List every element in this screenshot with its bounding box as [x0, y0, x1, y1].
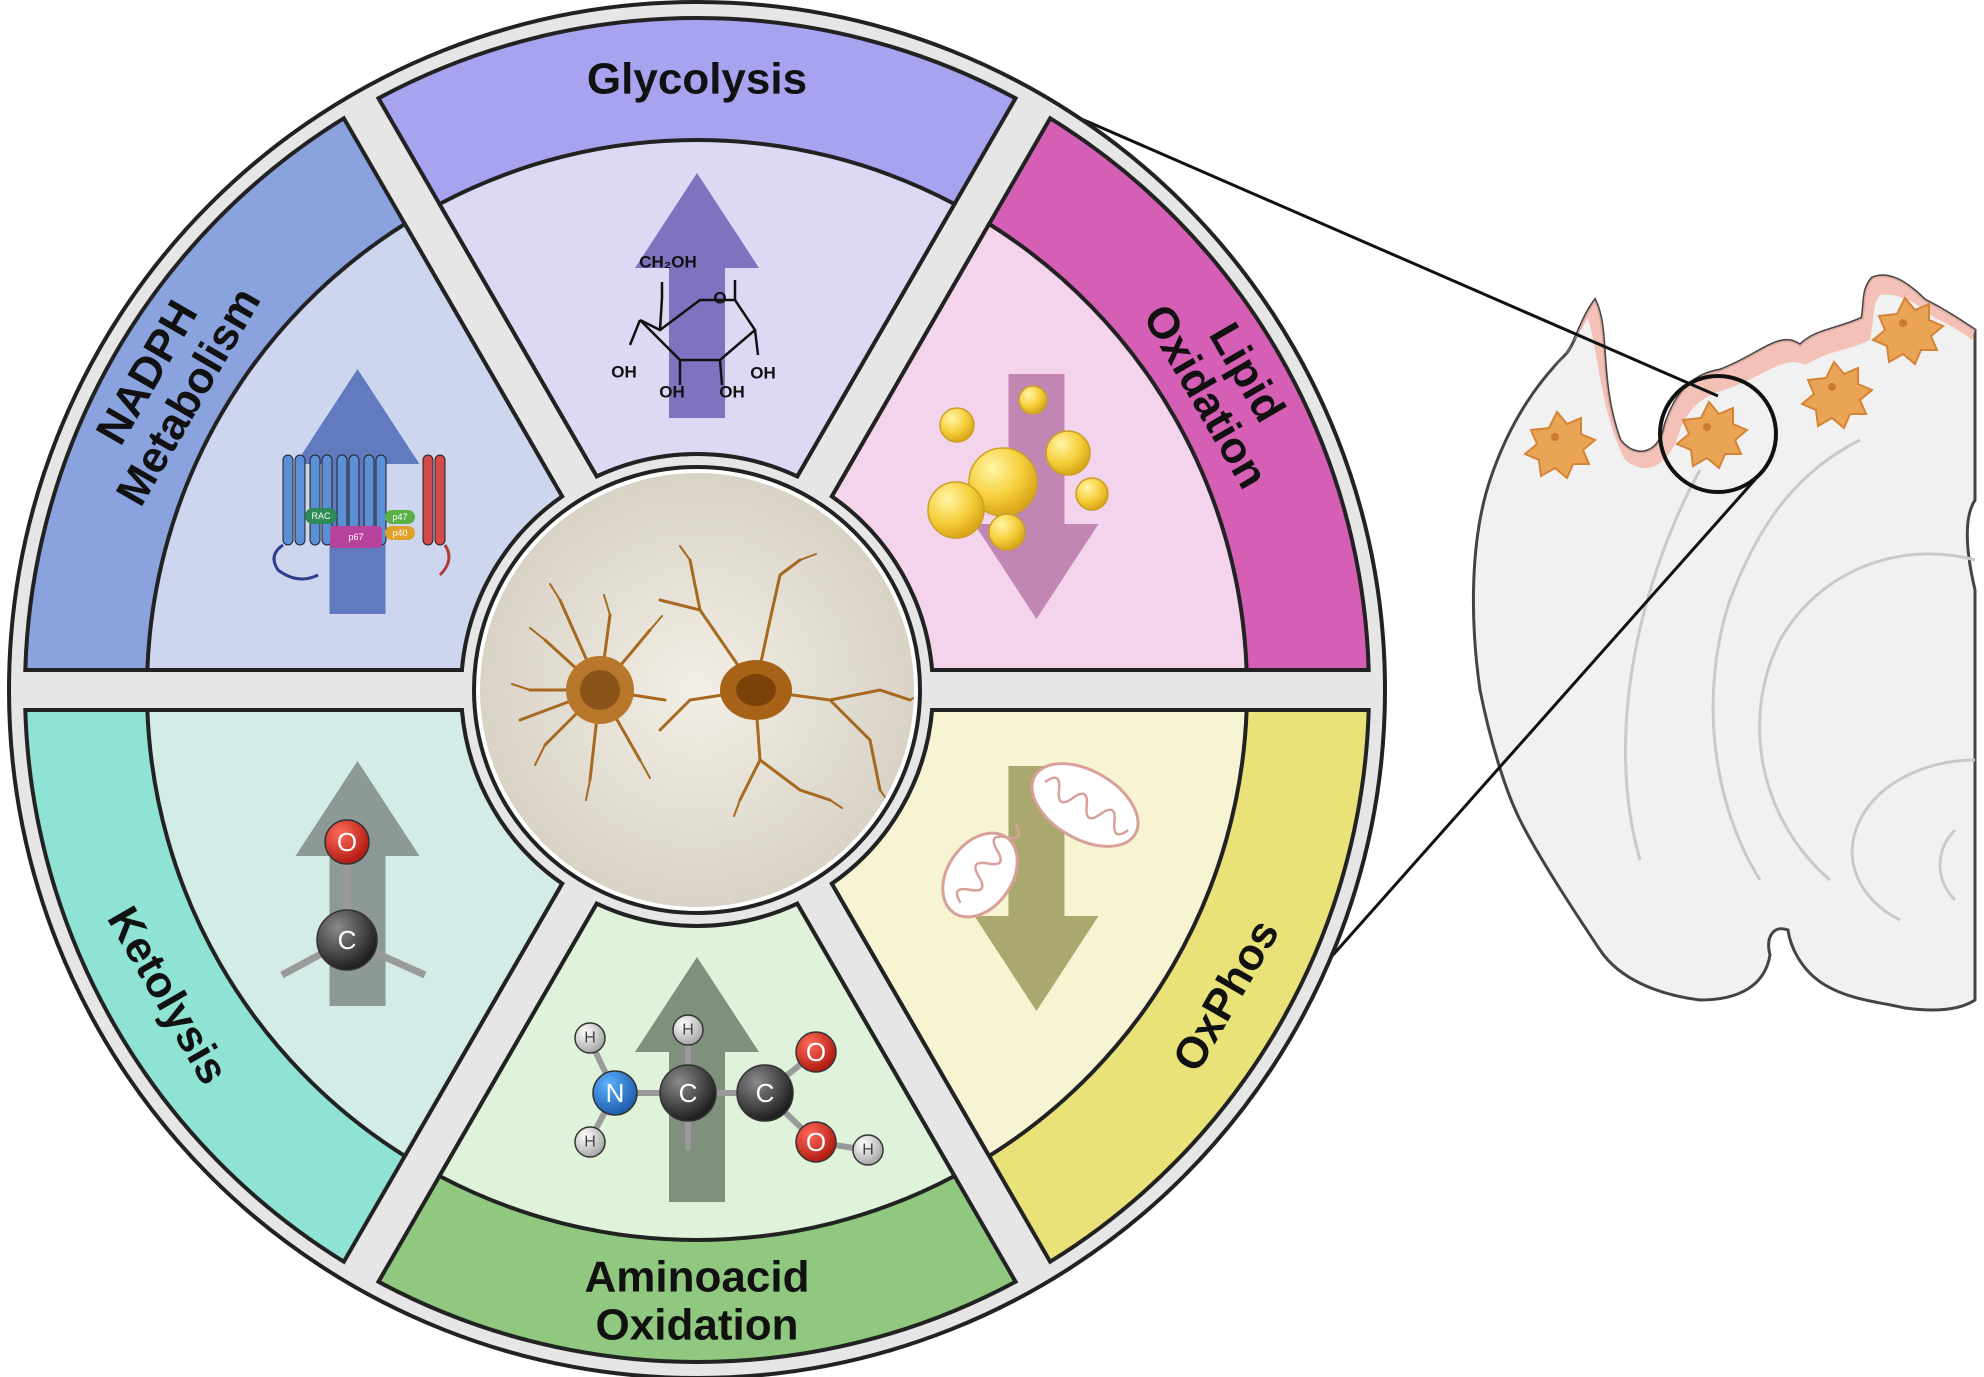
- lipid-droplet-icon: [939, 407, 975, 443]
- svg-text:H: H: [862, 1142, 874, 1159]
- aminoacid-molecule: C C N O O H H H H: [574, 1014, 884, 1166]
- microglia-cell-icons: [1523, 296, 1945, 480]
- lipid-droplet-icon: [1018, 385, 1048, 415]
- aminoacid-label-line: Oxidation: [596, 1301, 799, 1350]
- microglia-micrograph: [472, 465, 922, 915]
- brain-section: [1471, 274, 1977, 1012]
- glycolysis-label: Glycolysis: [587, 55, 807, 104]
- lipid-droplet-icon: [988, 513, 1026, 551]
- svg-text:p40: p40: [392, 528, 407, 538]
- alpha-carbon-atom: C: [659, 1064, 717, 1122]
- nitrogen-atom: N: [592, 1070, 638, 1116]
- aminoacid-label-line: Aminoacid: [585, 1253, 810, 1302]
- ketone-group: OC: [280, 819, 427, 979]
- nadph-oxidase-complex: RAC p67 p47 p40: [272, 454, 451, 581]
- brain-internal-structures: [1624, 438, 1976, 922]
- oxygen-atom: O: [795, 1121, 837, 1163]
- hydroxyl-label: OH: [750, 364, 776, 383]
- svg-text:O: O: [806, 1037, 826, 1067]
- svg-text:H: H: [682, 1022, 694, 1039]
- ch2oh-label: CH₂OH: [639, 253, 697, 272]
- carbon-atom: C: [316, 909, 378, 971]
- glycolysis-label-line: Glycolysis: [587, 55, 807, 104]
- ring-oxygen-label: O: [713, 289, 726, 308]
- svg-text:O: O: [806, 1127, 826, 1157]
- glycolysis-trend-arrow: [635, 173, 759, 418]
- hydroxyl-label: OH: [659, 383, 685, 402]
- p40-protein: [385, 526, 415, 540]
- mitochondrion-icon: [1030, 762, 1140, 848]
- hydroxyl-label: OH: [611, 363, 637, 382]
- hydrogen-atom: H: [672, 1014, 704, 1046]
- oxygen-atom: O: [795, 1031, 837, 1073]
- ramified-microglia: [658, 545, 914, 817]
- glucose-molecule: CH₂OH O OH OH OH OH: [611, 253, 776, 402]
- svg-text:RAC: RAC: [311, 511, 331, 521]
- lipid-droplet-icon: [1075, 477, 1109, 511]
- brain-surface-tint: [1545, 275, 1975, 469]
- svg-text:N: N: [606, 1078, 625, 1108]
- hydrogen-atom: H: [852, 1134, 884, 1166]
- ketolysis-trend-arrow: [295, 761, 420, 1006]
- svg-text:p47: p47: [392, 512, 407, 522]
- svg-text:H: H: [584, 1030, 596, 1047]
- svg-text:C: C: [756, 1078, 775, 1108]
- svg-text:H: H: [584, 1134, 596, 1151]
- svg-text:O: O: [337, 827, 357, 857]
- zoom-circle: [1658, 374, 1778, 494]
- svg-text:C: C: [338, 925, 357, 955]
- hydroxyl-label: OH: [719, 383, 745, 402]
- rac-protein: [305, 508, 337, 524]
- lipid-trend-arrow: [974, 374, 1099, 619]
- lipid-droplet-icon: [927, 481, 985, 539]
- mitochondria: [941, 762, 1140, 919]
- zoom-line-top: [984, 75, 1719, 398]
- svg-text:p67: p67: [348, 532, 363, 542]
- hydrogen-atom: H: [574, 1022, 606, 1054]
- svg-text:C: C: [679, 1078, 698, 1108]
- oxygen-atom: O: [324, 819, 370, 865]
- carboxyl-carbon-atom: C: [736, 1064, 794, 1122]
- hydrogen-atom: H: [574, 1126, 606, 1158]
- oxphos-trend-arrow: [974, 766, 1099, 1011]
- lipid-droplets: [927, 385, 1109, 551]
- p67-protein: [330, 526, 382, 548]
- lipid-droplet-icon: [1045, 430, 1091, 476]
- p47-protein: [385, 510, 415, 524]
- mitochondrion-icon: [941, 823, 1021, 919]
